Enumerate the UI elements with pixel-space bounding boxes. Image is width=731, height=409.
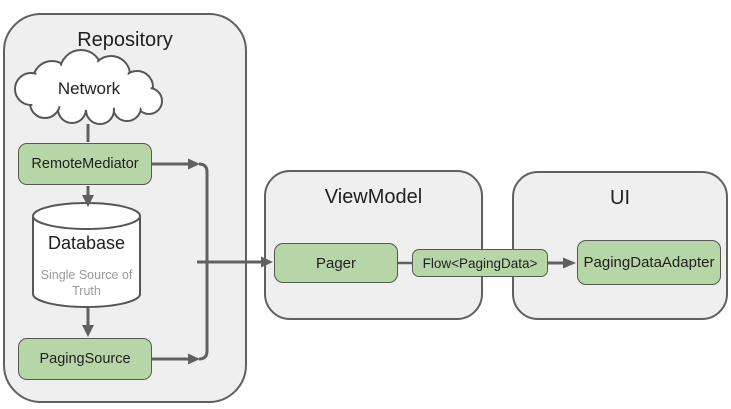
arrowhead-remotemediator-right (188, 158, 200, 170)
arrowhead-to-database (82, 195, 94, 207)
arrowhead-pagingsource-right (188, 353, 200, 365)
paging-data-adapter-label: PagingDataAdapter (583, 254, 715, 271)
pager-label: Pager (315, 254, 357, 272)
arrowhead-to-pagingsource (82, 325, 94, 337)
arrowhead-to-pager (261, 256, 273, 268)
pager-node: Pager (274, 243, 398, 283)
database-cylinder-shape (32, 202, 141, 308)
repository-title: Repository (77, 29, 173, 51)
paging-source-node: PagingSource (18, 338, 152, 380)
viewmodel-title: ViewModel (324, 186, 423, 208)
network-cloud-shape (14, 49, 163, 125)
flow-pagingdata-label: Flow<PagingData> (422, 255, 538, 271)
arrowhead-to-adapter (563, 257, 576, 269)
flow-pagingdata-node: Flow<PagingData> (412, 249, 548, 277)
remote-mediator-node: RemoteMediator (18, 143, 152, 185)
paging-data-adapter-node: PagingDataAdapter (577, 240, 721, 285)
remote-mediator-label: RemoteMediator (31, 156, 139, 172)
paging-source-label: PagingSource (39, 351, 131, 367)
ui-title: UI (610, 187, 630, 209)
